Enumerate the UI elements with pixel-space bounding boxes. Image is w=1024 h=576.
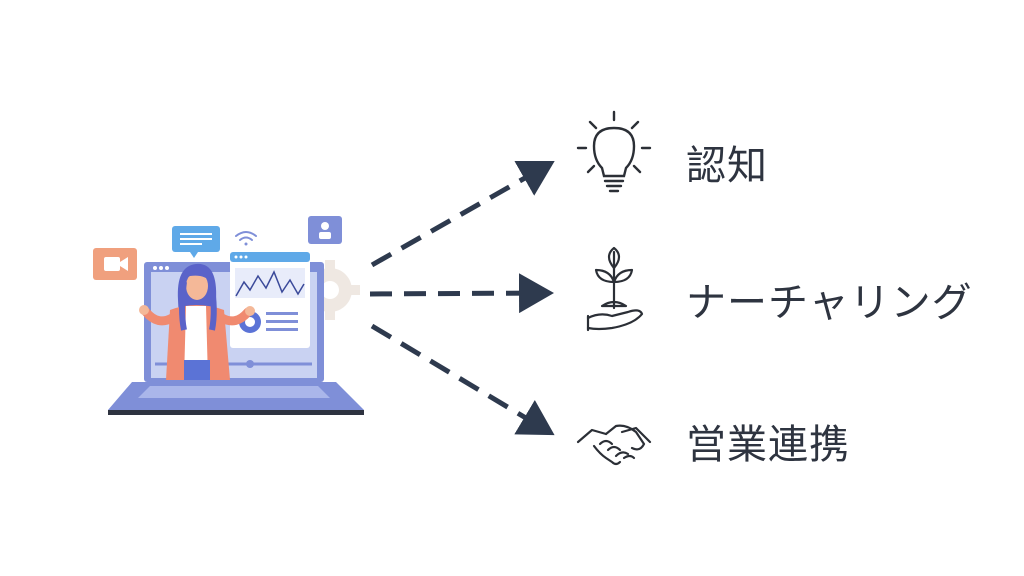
item-label-nurturing: ナーチャリング: [686, 280, 973, 326]
user-profile-icon: [308, 216, 342, 244]
arrow-to-item-0: [370, 160, 555, 268]
item-label-awareness: 認知: [686, 143, 768, 189]
presenter-laptop-illustration: [93, 216, 364, 415]
wifi-icon: [235, 231, 257, 246]
video-camera-icon: [93, 248, 137, 280]
chat-bubble-icon: [172, 226, 220, 258]
sprout-in-hand-icon: [586, 246, 644, 332]
presenter-figure: [139, 263, 255, 380]
item-label-sales-alignment: 営業連携: [686, 422, 850, 468]
arrow-to-item-2: [370, 323, 555, 436]
laptop-base-edge: [108, 410, 364, 415]
arrow-to-item-1: [369, 273, 554, 314]
chart-panel: [230, 252, 310, 348]
handshake-icon: [576, 424, 652, 466]
flow-arrows: [369, 160, 555, 436]
lightbulb-icon: [576, 110, 652, 193]
